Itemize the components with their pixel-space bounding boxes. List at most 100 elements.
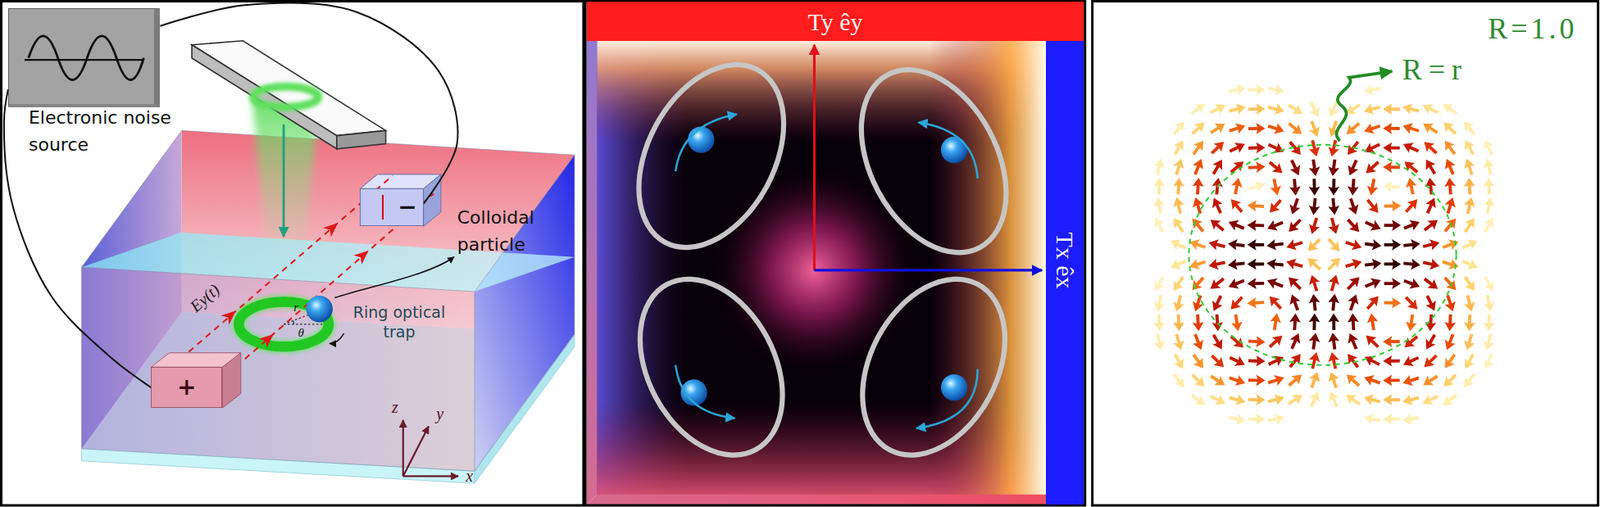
field-arrow bbox=[1400, 372, 1421, 389]
field-arrow bbox=[1306, 118, 1323, 139]
node-text: Ty êy bbox=[808, 8, 864, 36]
field-arrow bbox=[1365, 313, 1379, 332]
field-arrow bbox=[1288, 178, 1301, 197]
field-arrow bbox=[1151, 332, 1167, 352]
field-arrow bbox=[1343, 272, 1364, 293]
field-arrow bbox=[1168, 273, 1188, 295]
field-arrow bbox=[1401, 101, 1421, 117]
axis-arrow bbox=[403, 426, 429, 477]
field-arrow bbox=[1285, 100, 1306, 119]
field-arrow bbox=[1421, 215, 1442, 235]
field-arrow bbox=[1482, 177, 1496, 196]
field-arrow bbox=[1188, 118, 1209, 138]
field-arrow bbox=[1362, 120, 1382, 137]
field-arrow bbox=[1265, 275, 1286, 292]
field-arrow bbox=[1420, 371, 1441, 391]
colloidal-particle bbox=[940, 374, 968, 401]
field-arrow bbox=[1308, 293, 1322, 312]
field-arrow bbox=[1187, 236, 1208, 254]
field-arrow bbox=[1382, 122, 1400, 135]
field-arrow bbox=[1266, 158, 1287, 178]
field-arrow bbox=[1459, 255, 1480, 273]
field-arrow bbox=[1248, 374, 1266, 387]
field-arrow bbox=[1382, 355, 1400, 368]
field-arrow bbox=[1345, 196, 1361, 217]
temperature-band: Ty êy bbox=[586, 1, 1084, 41]
beam-arrow bbox=[282, 124, 286, 237]
callout-label: Colloidal particle bbox=[457, 204, 556, 259]
frame-bevel bbox=[586, 1, 597, 505]
field-arrow bbox=[1150, 214, 1169, 236]
field-arrow bbox=[1460, 351, 1479, 373]
field-arrow bbox=[1208, 391, 1228, 410]
field-arrow bbox=[1307, 331, 1321, 350]
field-arrow bbox=[1208, 293, 1226, 314]
field-arrow bbox=[1439, 118, 1460, 138]
field-arrow bbox=[1401, 412, 1421, 427]
field-arrow bbox=[1307, 350, 1323, 370]
field-arrow bbox=[1226, 275, 1246, 292]
field-arrow bbox=[1206, 274, 1228, 294]
wire-line bbox=[4, 89, 151, 388]
node-text: Electronic noise source bbox=[28, 104, 173, 159]
colloidal-particle bbox=[687, 126, 714, 153]
field-arrow bbox=[1168, 214, 1188, 236]
field-arrow bbox=[1422, 195, 1440, 216]
field-arrow bbox=[1172, 314, 1185, 332]
field-arrow bbox=[1346, 178, 1360, 197]
field-arrow bbox=[1441, 156, 1459, 177]
field-arrow bbox=[1284, 236, 1305, 253]
field-arrow bbox=[1266, 120, 1287, 137]
field-arrow bbox=[1439, 390, 1460, 410]
field-arrow bbox=[1461, 157, 1478, 178]
field-arrow bbox=[1227, 82, 1247, 98]
cell-edge bbox=[81, 130, 575, 472]
field-arrow bbox=[1421, 156, 1440, 178]
field-arrow bbox=[1480, 273, 1499, 295]
field-arrow bbox=[1207, 237, 1227, 253]
field-arrow bbox=[1382, 413, 1400, 426]
field-arrow bbox=[1248, 84, 1266, 96]
field-arrow bbox=[1362, 82, 1382, 98]
field-arrow bbox=[1327, 197, 1341, 216]
field-arrow bbox=[1265, 217, 1286, 234]
field-arrow bbox=[1401, 293, 1422, 314]
field-arrow bbox=[1266, 238, 1285, 252]
field-arrow bbox=[1444, 177, 1457, 195]
wire-line bbox=[159, 2, 458, 204]
field-arrow bbox=[1463, 314, 1476, 332]
field-arrow bbox=[1171, 157, 1187, 178]
field-arrow bbox=[1188, 351, 1208, 373]
field-arrow bbox=[1439, 371, 1460, 391]
field-arrow bbox=[1168, 255, 1188, 273]
ratio-label: R=r bbox=[1402, 53, 1469, 87]
field-arrow bbox=[1191, 313, 1205, 332]
field-arrow bbox=[1286, 331, 1305, 351]
field-arrow bbox=[1248, 141, 1266, 154]
field-arrow bbox=[1327, 293, 1341, 312]
field-arrow bbox=[1208, 351, 1228, 372]
field-arrow bbox=[1268, 313, 1283, 332]
field-arrow bbox=[1441, 332, 1459, 353]
glass-slide bbox=[81, 449, 475, 484]
axis-label: x bbox=[465, 467, 473, 487]
field-arrowhead bbox=[259, 329, 278, 349]
field-arrow bbox=[1206, 215, 1228, 236]
field-arrow bbox=[1363, 217, 1383, 235]
signal-axis bbox=[24, 59, 144, 61]
field-arrow bbox=[1363, 238, 1382, 252]
field-arrow bbox=[1208, 118, 1229, 138]
field-arrow bbox=[1286, 292, 1304, 313]
field-arrow bbox=[1286, 196, 1304, 217]
mirror-plate bbox=[336, 130, 387, 149]
field-arrow bbox=[1153, 177, 1166, 196]
field-arrow bbox=[1363, 292, 1383, 313]
field-arrow bbox=[1343, 215, 1364, 236]
field-arrow bbox=[1211, 313, 1224, 332]
field-arrow bbox=[1190, 332, 1207, 353]
motion-arrow bbox=[916, 369, 978, 429]
field-arrow bbox=[1363, 257, 1382, 271]
field-arrow bbox=[1266, 372, 1287, 388]
field-arrow bbox=[1266, 101, 1286, 117]
